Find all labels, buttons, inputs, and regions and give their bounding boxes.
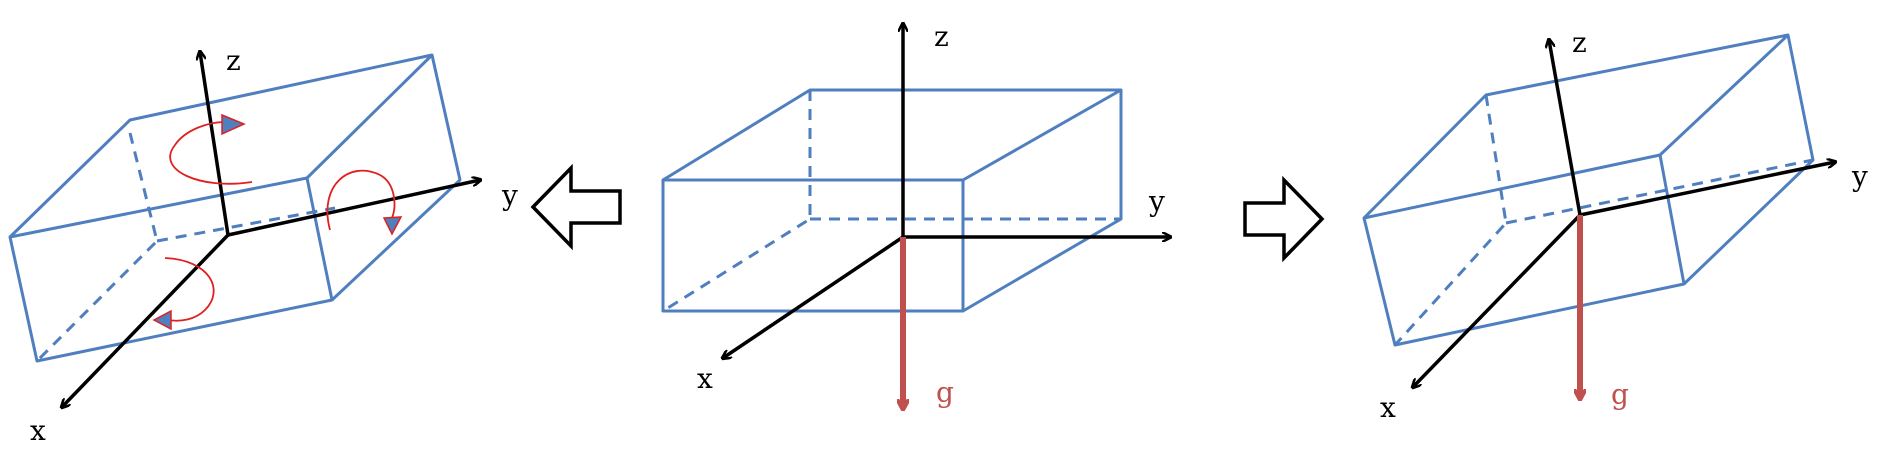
right-box xyxy=(1362,33,1815,347)
hollow-right-arrow-icon xyxy=(1243,175,1325,263)
left-z-axis xyxy=(200,52,230,236)
right-x-label: x xyxy=(1380,391,1396,424)
right-g-label: g xyxy=(1611,378,1629,411)
left-y-label: y xyxy=(501,179,518,212)
center-box xyxy=(661,88,1123,313)
center-axes xyxy=(723,24,1170,408)
right-z-label: z xyxy=(1572,26,1587,59)
left-box xyxy=(8,53,462,363)
left-y-axis xyxy=(227,180,480,237)
rotation-about-y-icon xyxy=(326,169,403,236)
center-panel: z y x g xyxy=(661,20,1170,409)
right-axes xyxy=(1413,40,1835,398)
left-z-label: z xyxy=(226,44,241,77)
left-x-axis xyxy=(62,233,230,407)
left-x-label: x xyxy=(30,414,46,447)
left-rotation-indicators xyxy=(152,113,403,331)
center-x-label: x xyxy=(697,362,713,395)
right-y-label: y xyxy=(1851,160,1868,193)
center-z-label: z xyxy=(934,20,949,53)
left-panel: z y x xyxy=(8,44,518,447)
center-g-label: g xyxy=(936,376,954,409)
hollow-left-arrow-icon xyxy=(530,163,622,251)
center-x-axis xyxy=(723,235,904,358)
right-y-axis xyxy=(1579,162,1835,217)
right-z-axis xyxy=(1549,40,1582,216)
center-y-label: y xyxy=(1148,185,1165,218)
rotation-about-x-icon xyxy=(152,257,215,331)
left-axes xyxy=(62,52,480,407)
right-panel: z y x g xyxy=(1362,26,1868,424)
rotation-about-z-icon xyxy=(169,113,253,185)
right-x-axis xyxy=(1413,213,1582,387)
